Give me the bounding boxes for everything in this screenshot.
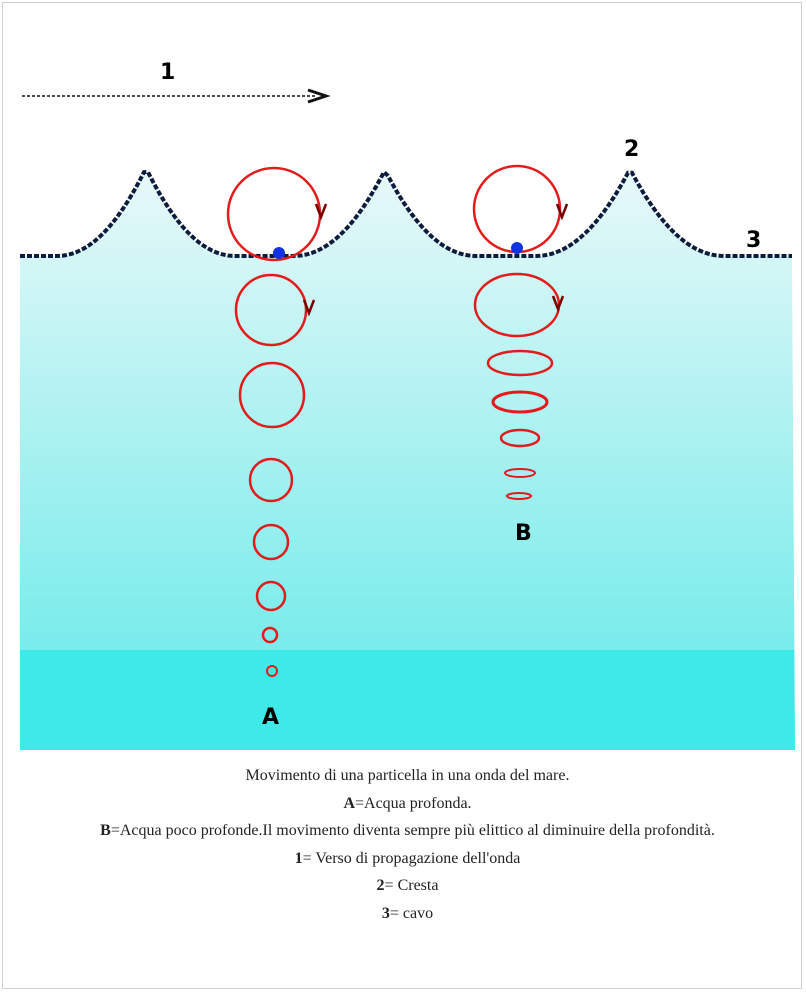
particle-b [511, 242, 523, 254]
caption-1: 1= Verso di propagazione dell'onda [20, 845, 795, 873]
label-shallow-water: B [515, 521, 532, 546]
caption-a-key: A [343, 795, 355, 812]
wave-particle-diagram: 1 2 3 A B [20, 52, 795, 750]
caption-2-key: 2 [377, 877, 385, 894]
caption-3-text: = cavo [390, 905, 433, 922]
caption-2: 2= Cresta [20, 872, 795, 900]
deep-water-band [20, 650, 795, 750]
caption-1-text: = Verso di propagazione dell'onda [303, 850, 521, 867]
caption-title: Movimento di una particella in una onda … [20, 762, 795, 790]
caption-a-text: =Acqua profonda. [355, 795, 472, 812]
caption-3: 3= cavo [20, 900, 795, 928]
orbit-b-1 [474, 166, 560, 252]
label-trough: 3 [746, 228, 761, 253]
caption-a: A=Acqua profonda. [20, 790, 795, 818]
caption-1-key: 1 [295, 850, 303, 867]
caption-3-key: 3 [382, 905, 390, 922]
propagation-arrow-head [308, 90, 326, 102]
label-crest: 2 [624, 137, 639, 162]
orbit-a-1 [228, 168, 320, 260]
label-direction: 1 [160, 60, 175, 85]
caption-b-text: =Acqua poco profonde.Il movimento divent… [111, 822, 715, 839]
label-deep-water: A [262, 705, 279, 730]
figure-caption: Movimento di una particella in una onda … [20, 762, 795, 927]
caption-2-text: = Cresta [385, 877, 439, 894]
caption-b-key: B [100, 822, 111, 839]
particle-a [273, 247, 285, 259]
caption-b: B=Acqua poco profonde.Il movimento diven… [20, 817, 795, 845]
water-body [20, 152, 795, 652]
